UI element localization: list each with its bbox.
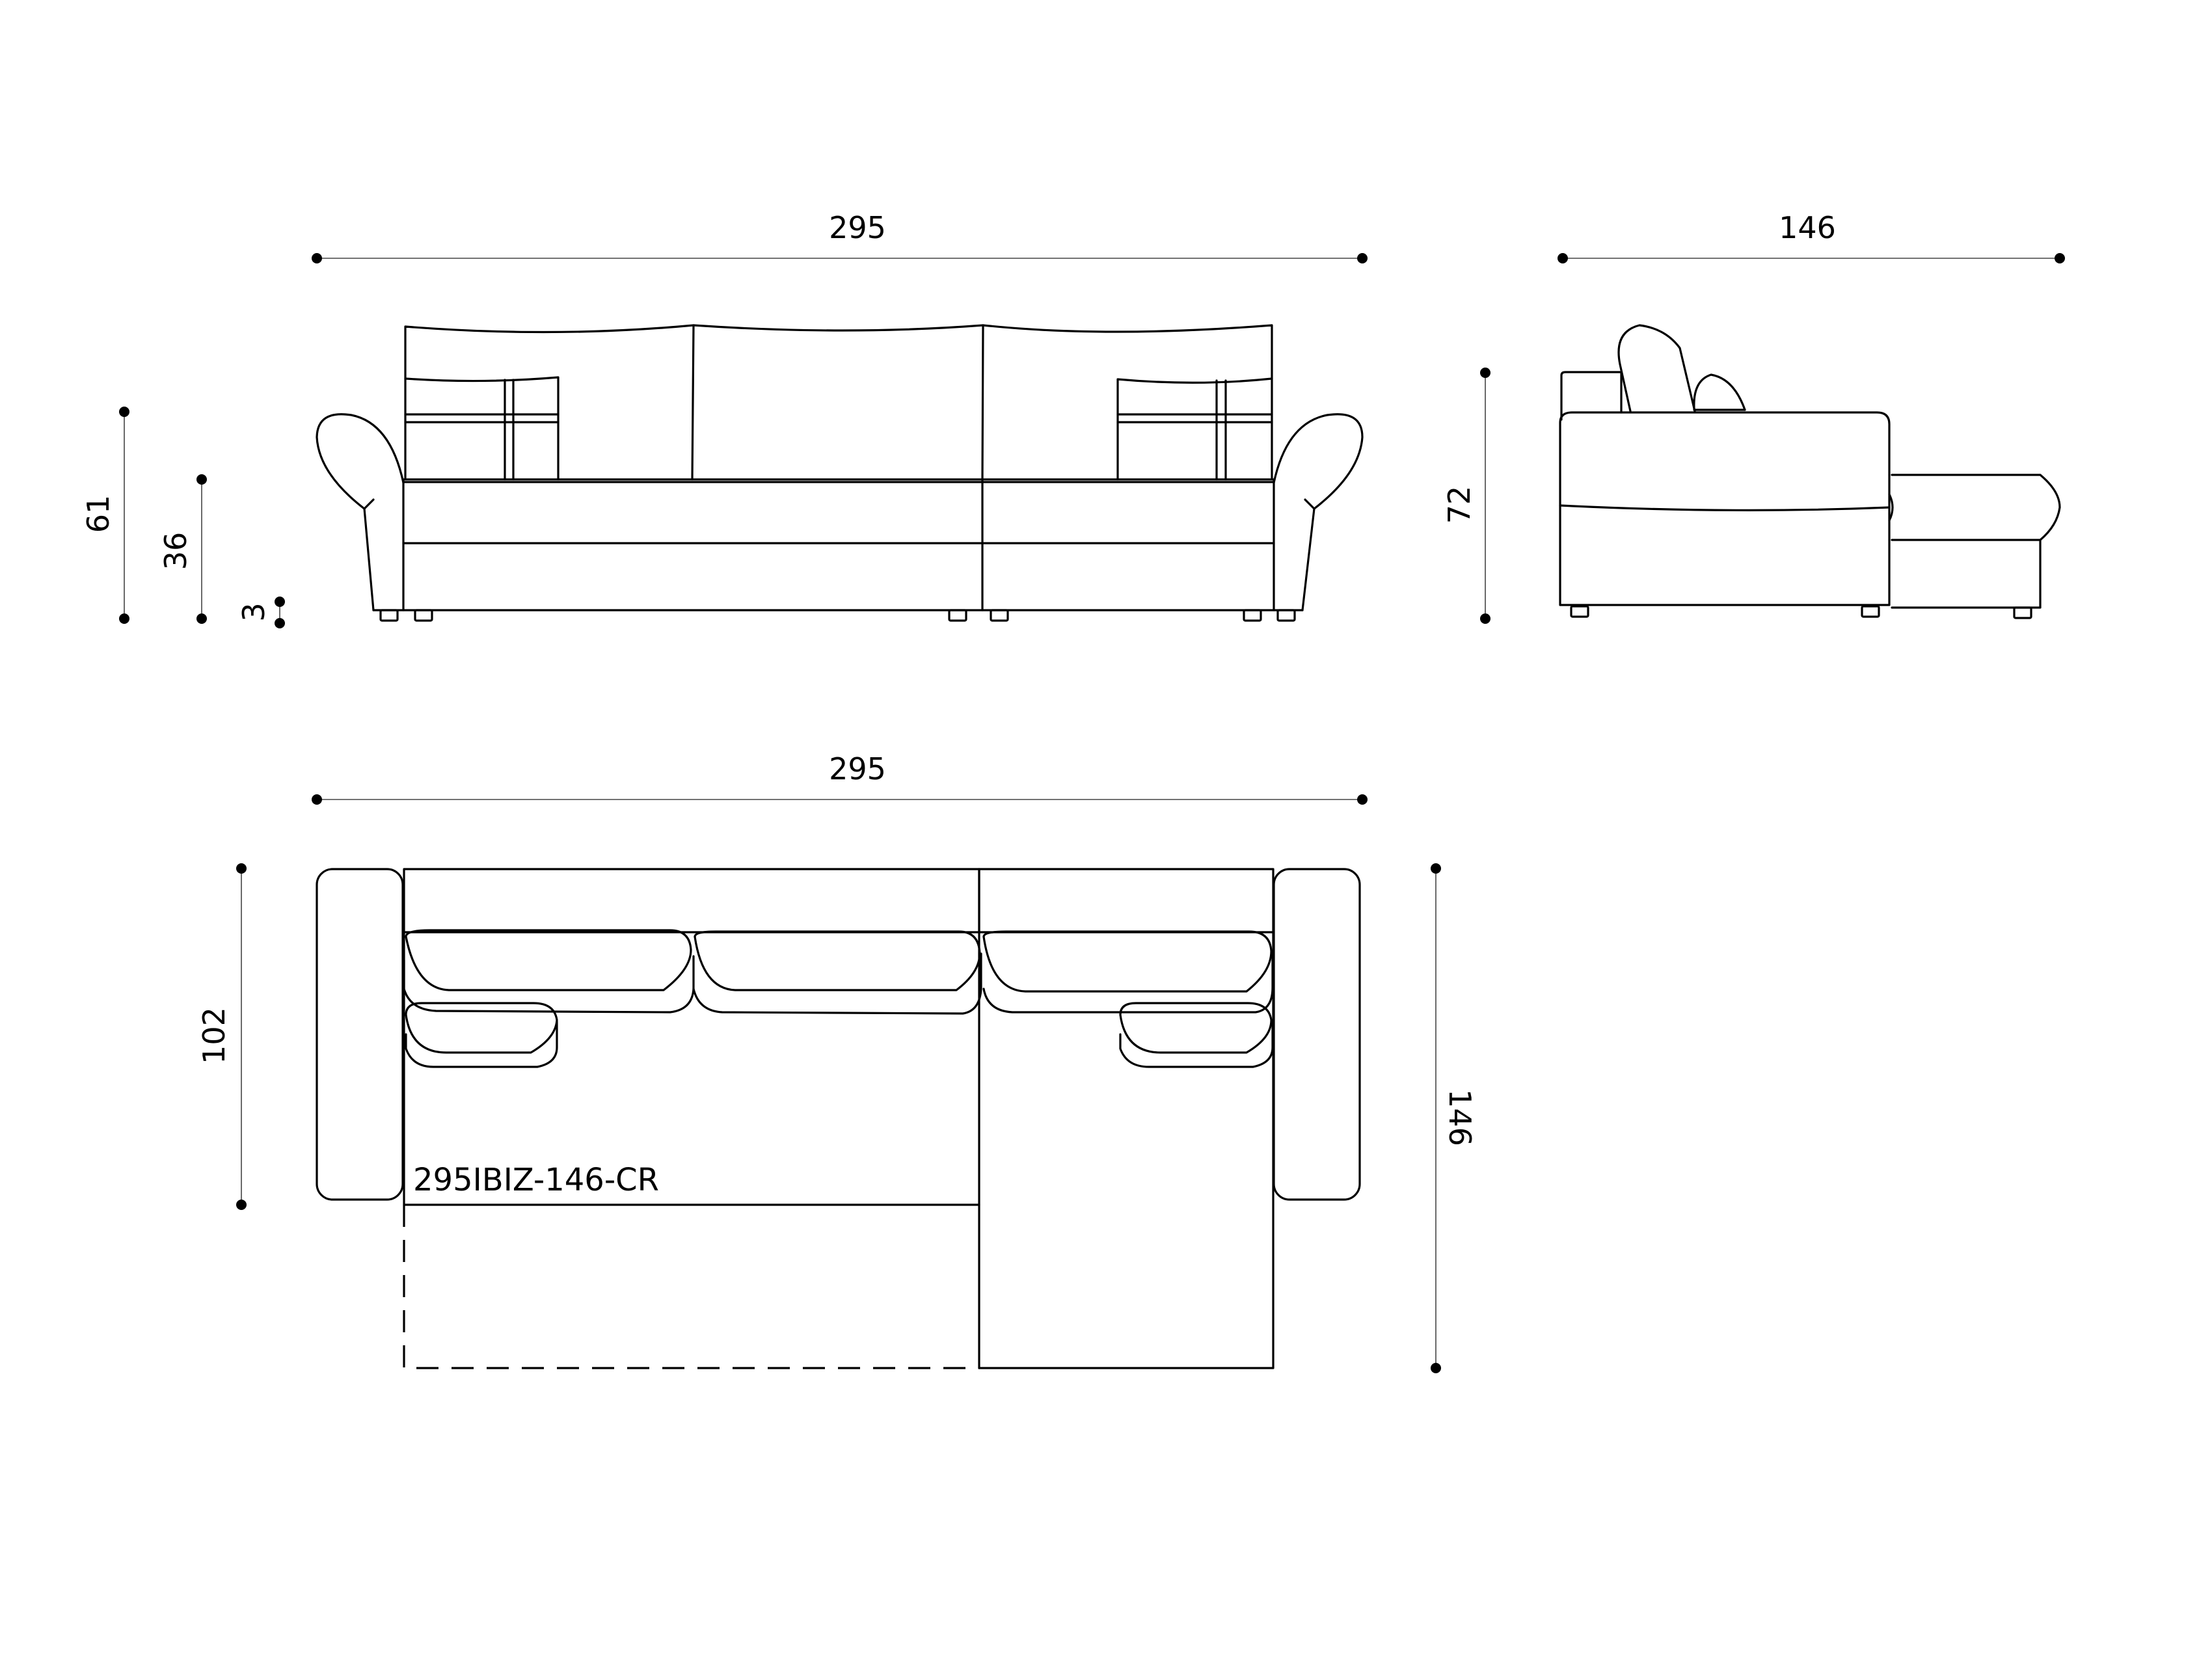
seat-height-dimension: 36 [158,474,207,624]
side-view: 146 72 [1442,210,2065,624]
plan-width-label: 295 [829,751,886,786]
front-view: 295 61 36 3 [81,210,1368,628]
plan-depth-dimension: 102 [196,863,247,1210]
front-sofa-outline [316,324,1364,622]
plan-chaise-depth-label: 146 [1442,1089,1477,1146]
plan-width-dimension: 295 [312,751,1368,805]
total-height-label: 61 [81,495,116,533]
model-code-label: 295IBIZ-146-CR [413,1162,659,1198]
side-depth-label: 146 [1779,210,1836,245]
total-height-dimension: 61 [81,407,129,624]
plan-depth-label: 102 [196,1007,232,1064]
plan-chaise-depth-dimension: 146 [1431,863,1477,1373]
leg-height-dimension: 3 [236,597,285,628]
side-sofa-outline [1559,324,2061,619]
plan-sofa-outline [316,868,1361,1369]
plan-view: 295 102 146 [196,751,1477,1373]
seat-height-label: 36 [158,532,193,571]
side-depth-dimension: 146 [1558,210,2065,263]
side-height-dimension: 72 [1442,368,1490,624]
side-height-label: 72 [1442,486,1477,524]
leg-height-label: 3 [236,602,271,621]
front-width-dimension: 295 [312,210,1368,263]
front-width-label: 295 [829,210,886,245]
